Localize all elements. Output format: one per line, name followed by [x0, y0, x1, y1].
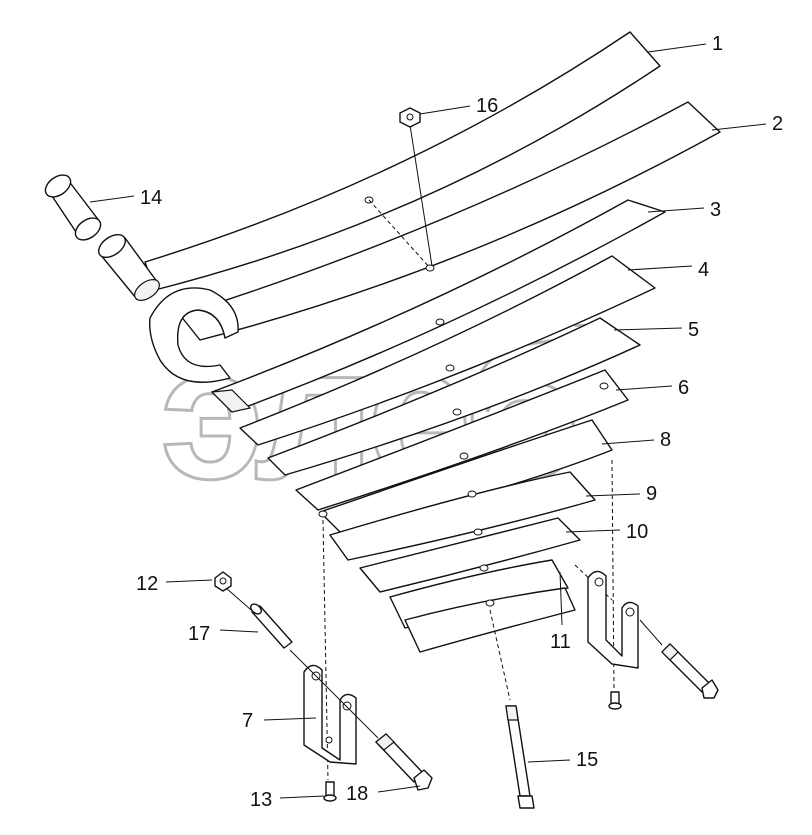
callout-3: 3 — [710, 199, 721, 221]
leaf-3 — [210, 199, 666, 413]
leaf-2 — [179, 101, 721, 341]
callout-12: 12 — [136, 573, 158, 595]
callout-6: 6 — [678, 377, 689, 399]
callout-2: 2 — [772, 113, 783, 135]
clamp-right — [587, 570, 639, 669]
rivet-13 — [323, 781, 337, 802]
bolt-18 — [375, 733, 433, 791]
leaf-5 — [267, 317, 641, 476]
callout-10: 10 — [626, 521, 648, 543]
clamp-7 — [303, 664, 357, 765]
leaf-9 — [329, 471, 596, 561]
center-holes — [318, 196, 609, 607]
leaf-1 — [144, 31, 661, 291]
leaf-eye — [149, 287, 239, 383]
center-bolt-15 — [505, 705, 535, 809]
bushing-14 — [44, 174, 160, 301]
callout-11: 11 — [550, 631, 571, 653]
callout-18: 18 — [346, 783, 368, 805]
callout-9: 9 — [646, 483, 657, 505]
leaf-6 — [295, 369, 629, 511]
sleeve-17 — [250, 603, 293, 649]
leaf-bottom — [404, 587, 576, 653]
bolt-right — [639, 619, 719, 699]
callout-17: 17 — [188, 623, 210, 645]
callout-14: 14 — [140, 187, 162, 209]
callout-16: 16 — [476, 95, 498, 117]
nut-12 — [214, 571, 232, 592]
leaf-4 — [239, 255, 656, 446]
nut-16 — [399, 107, 433, 267]
callout-8: 8 — [660, 429, 671, 451]
axis-bolt-18 — [289, 649, 379, 739]
callout-13: 13 — [250, 789, 272, 811]
leader-lines — [89, 43, 767, 799]
leaf-10 — [359, 517, 581, 593]
callout-7: 7 — [242, 710, 253, 732]
rivet-right — [608, 691, 622, 710]
callout-5: 5 — [688, 319, 699, 341]
callout-4: 4 — [698, 259, 709, 281]
callout-1: 1 — [712, 33, 723, 55]
callout-15: 15 — [576, 749, 598, 771]
